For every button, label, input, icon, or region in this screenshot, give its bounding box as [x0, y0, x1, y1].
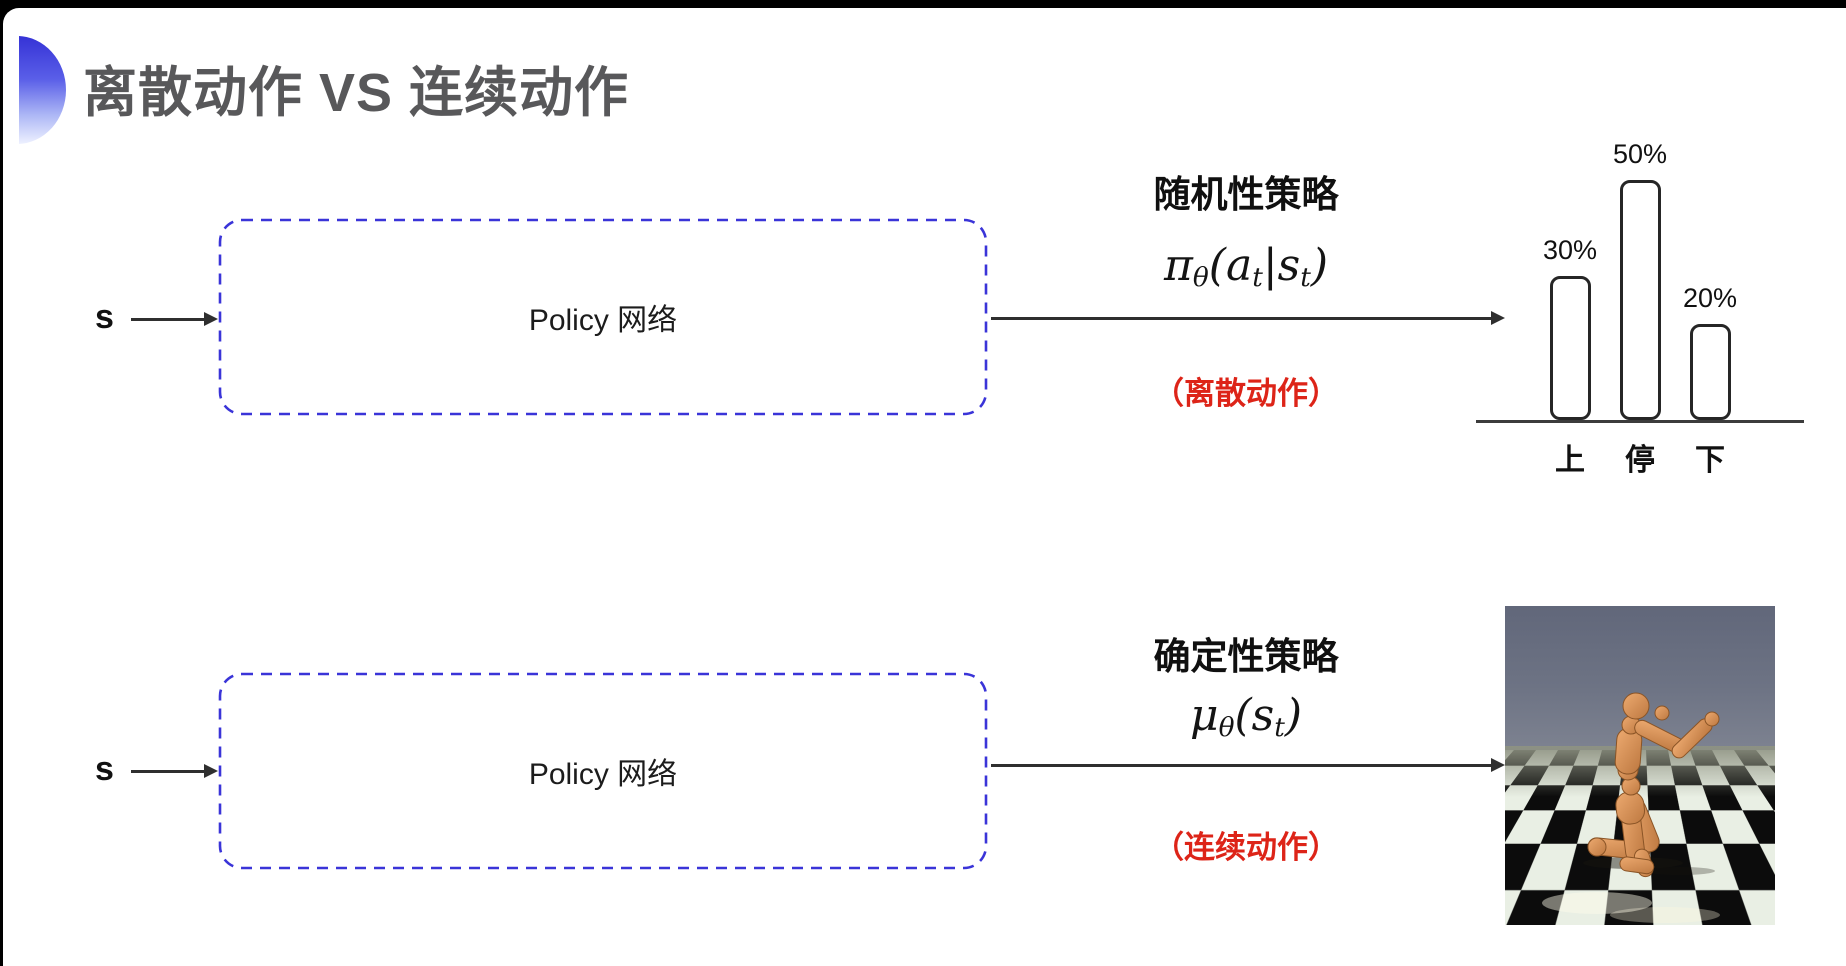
- slide-background: 离散动作 VS 连续动作 s Policy 网络 随机性策略 πθ(at|st)…: [3, 8, 1846, 966]
- bar-value-label: 50%: [1612, 139, 1668, 169]
- bar-value-label: 30%: [1542, 235, 1598, 265]
- bar: [1549, 276, 1591, 420]
- output-arrow-top: [991, 311, 1505, 325]
- stochastic-policy-formula: πθ(at|st): [1163, 240, 1329, 293]
- bar-chart-categories: 上停下: [1476, 435, 1804, 479]
- input-arrow-top: [131, 312, 218, 326]
- action-probability-chart: 30% 50% 20% 上 停 下: [1476, 125, 1804, 479]
- bar-group: 50%: [1612, 139, 1668, 420]
- bar-category-label: 上: [1555, 444, 1585, 477]
- bar: [1619, 180, 1661, 420]
- accent-half-circle: [19, 36, 66, 144]
- bar-value-label: 20%: [1682, 283, 1738, 313]
- continuous-action-note: （连续动作）: [1153, 830, 1339, 865]
- output-arrow-bottom: [991, 758, 1505, 772]
- input-arrow-bottom: [131, 764, 218, 778]
- bar-group: 20%: [1682, 283, 1738, 420]
- humanoid-figure: [1542, 692, 1720, 923]
- state-input-label-bottom: s: [95, 750, 114, 788]
- dashed-border-bottom: [218, 672, 988, 870]
- bar: [1689, 324, 1731, 420]
- dashed-border-top: [218, 218, 988, 416]
- bar-group: 30%: [1542, 235, 1598, 420]
- discrete-action-note: （离散动作）: [1153, 376, 1339, 411]
- bar-chart-plot: 30% 50% 20%: [1476, 125, 1804, 423]
- deterministic-policy-title: 确定性策略: [1153, 636, 1339, 677]
- bar-category-label: 下: [1695, 444, 1725, 477]
- slide-title: 离散动作 VS 连续动作: [83, 63, 630, 123]
- policy-network-box-bottom: Policy 网络: [218, 672, 988, 870]
- policy-network-box-top: Policy 网络: [218, 218, 988, 416]
- state-input-label-top: s: [95, 298, 114, 336]
- title-accent-shape: [19, 36, 66, 144]
- stochastic-policy-title: 随机性策略: [1153, 174, 1339, 215]
- humanoid-robot-image: [1505, 606, 1775, 925]
- bar-category-label: 停: [1625, 444, 1655, 477]
- deterministic-policy-formula: μθ(st): [1189, 690, 1303, 743]
- policy-network-label-top: Policy 网络: [528, 304, 678, 337]
- policy-network-label-bottom: Policy 网络: [528, 758, 678, 791]
